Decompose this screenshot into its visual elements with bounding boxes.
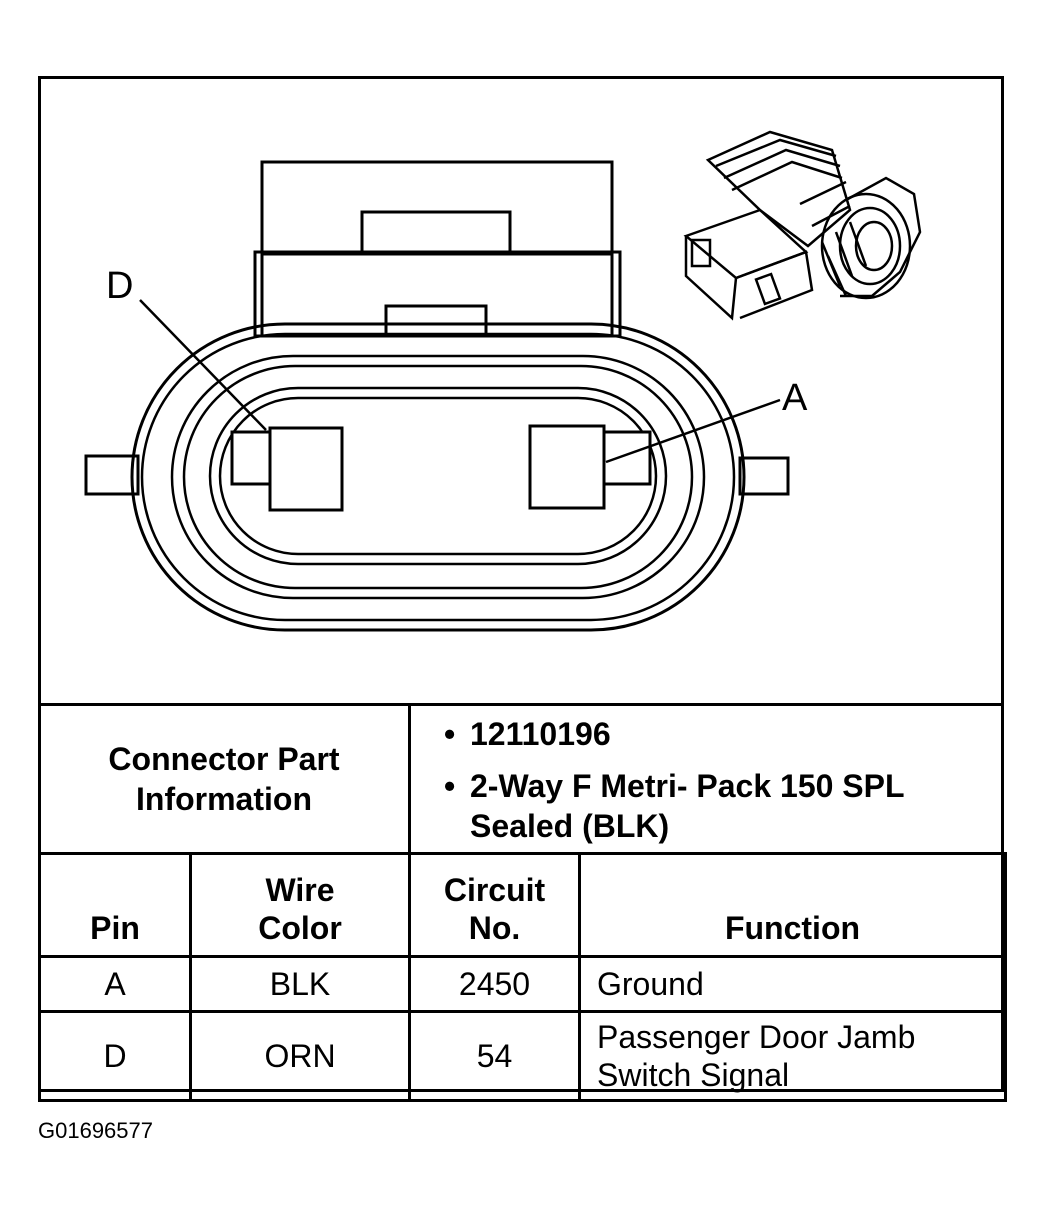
connector-part-info-label: Connector Part Information bbox=[108, 741, 340, 817]
connector-isometric-sketch bbox=[683, 130, 922, 321]
cell-wire-color: BLK bbox=[189, 955, 411, 1013]
header-pin: Pin bbox=[38, 852, 192, 958]
left-mounting-tab bbox=[84, 454, 140, 496]
connector-latch bbox=[253, 160, 622, 338]
pin-table: Pin Wire Color Circuit No. Function A BL… bbox=[38, 852, 1007, 1102]
pin-table-header: Pin Wire Color Circuit No. Function bbox=[38, 852, 1007, 958]
table-row: A BLK 2450 Ground bbox=[38, 955, 1007, 1013]
header-circuit-no: Circuit No. bbox=[408, 852, 581, 958]
connector-description: 2-Way F Metri- Pack 150 SPL Sealed (BLK) bbox=[444, 766, 990, 846]
cell-pin: A bbox=[38, 955, 192, 1013]
cell-circuit-no: 54 bbox=[408, 1010, 581, 1102]
terminal-cavity-d bbox=[268, 426, 344, 512]
leader-line-d bbox=[139, 299, 267, 431]
connector-face-drawing: D A bbox=[84, 130, 922, 632]
figure-id: G01696577 bbox=[38, 1118, 153, 1143]
terminal-cavity-a bbox=[528, 424, 606, 510]
cell-pin: D bbox=[38, 1010, 192, 1102]
header-wire-color: Wire Color bbox=[189, 852, 411, 958]
part-number: 12110196 bbox=[444, 714, 990, 754]
connector-part-info: Connector Part Information 12110196 2-Wa… bbox=[38, 704, 1004, 854]
cell-circuit-no: 2450 bbox=[408, 955, 581, 1013]
leader-line-a bbox=[605, 398, 781, 464]
cell-function: Passenger Door Jamb Switch Signal bbox=[578, 1010, 1007, 1102]
pin-label-a: A bbox=[782, 377, 808, 419]
table-row: D ORN 54 Passenger Door Jamb Switch Sign… bbox=[38, 1010, 1007, 1102]
right-mounting-tab bbox=[738, 456, 790, 496]
pin-label-d: D bbox=[106, 265, 133, 307]
connector-body-outline bbox=[130, 322, 746, 632]
info-top-border bbox=[38, 703, 1004, 706]
info-divider bbox=[408, 704, 411, 854]
cell-wire-color: ORN bbox=[189, 1010, 411, 1102]
header-function: Function bbox=[578, 852, 1007, 958]
cell-function: Ground bbox=[578, 955, 1007, 1013]
